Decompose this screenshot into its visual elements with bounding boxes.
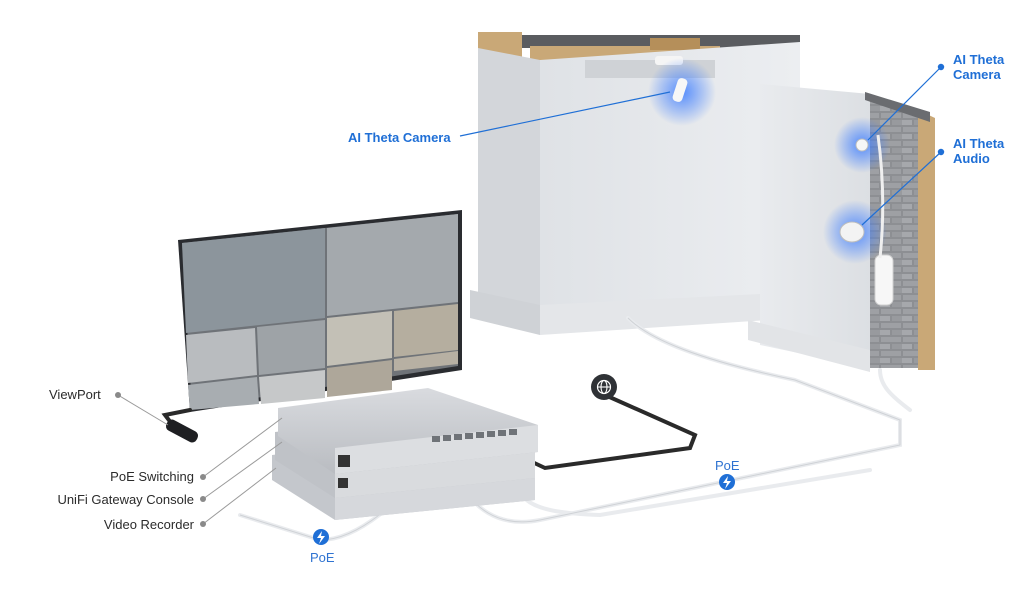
- label-viewport: ViewPort: [49, 387, 101, 402]
- label-ai-theta-audio: AI Theta Audio: [953, 136, 1004, 166]
- label-ai-theta-camera-ceiling: AI Theta Camera: [348, 130, 451, 145]
- label-ai-theta-camera-wall-line1: AI Theta: [953, 52, 1004, 67]
- label-poe-switching: PoE Switching: [60, 469, 194, 484]
- monitor-display: [178, 210, 462, 412]
- label-poe-left: PoE: [310, 550, 335, 565]
- label-ai-theta-audio-line1: AI Theta: [953, 136, 1004, 151]
- label-unifi-gateway-console: UniFi Gateway Console: [30, 492, 194, 507]
- label-video-recorder: Video Recorder: [60, 517, 194, 532]
- globe-icon: [591, 374, 617, 400]
- wall-left-section: [470, 32, 800, 335]
- device-stack: [272, 388, 538, 520]
- label-poe-right: PoE: [715, 458, 740, 473]
- label-ai-theta-camera-wall: AI Theta Camera: [953, 52, 1004, 82]
- ai-theta-ceiling-camera: [648, 58, 716, 126]
- viewport-device: [164, 418, 200, 445]
- label-ai-theta-audio-line2: Audio: [953, 151, 1004, 166]
- lightning-bolt-icon: [719, 474, 735, 490]
- lightning-bolt-icon: [313, 529, 329, 545]
- label-ai-theta-camera-wall-line2: Camera: [953, 67, 1004, 82]
